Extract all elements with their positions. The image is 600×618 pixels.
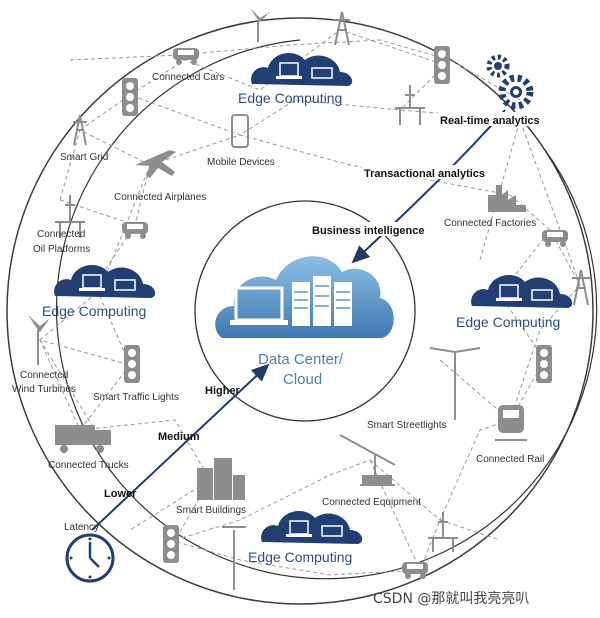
label-connected-oil-2: Oil Platforms bbox=[33, 244, 90, 255]
car-icon bbox=[173, 48, 199, 65]
clock-icon bbox=[65, 533, 115, 583]
latency-lower: Lower bbox=[104, 488, 137, 500]
edge-label-right: Edge Computing bbox=[456, 314, 560, 330]
label-connected-factories: Connected Factories bbox=[444, 218, 536, 229]
label-connected-wt-1: Connected bbox=[20, 370, 68, 381]
label-smart-traffic-lights: Smart Traffic Lights bbox=[93, 392, 179, 403]
traffic-light-icon bbox=[124, 345, 140, 383]
device-icons bbox=[28, 8, 590, 590]
data-center-label-2: Cloud bbox=[283, 371, 322, 388]
data-center-cloud: Data Center/ Cloud bbox=[215, 256, 394, 388]
building-icon bbox=[197, 458, 245, 500]
latency-medium: Medium bbox=[158, 431, 200, 443]
wind-turbine-icon bbox=[28, 315, 50, 365]
edge-label-top: Edge Computing bbox=[238, 90, 342, 106]
streetlight-icon bbox=[222, 526, 246, 590]
label-connected-cars: Connected Cars bbox=[152, 72, 224, 83]
crane-icon bbox=[339, 434, 396, 486]
truck-icon bbox=[55, 425, 111, 453]
label-mobile-devices: Mobile Devices bbox=[207, 157, 275, 168]
pylon-icon bbox=[334, 11, 350, 46]
server-icon bbox=[334, 282, 352, 326]
label-smart-buildings: Smart Buildings bbox=[176, 505, 246, 516]
edge-cloud-bottom: Edge Computing bbox=[248, 511, 363, 565]
watermark: CSDN @那就叫我亮亮叭 bbox=[373, 590, 529, 607]
label-connected-equipment: Connected Equipment bbox=[322, 497, 421, 508]
airplane-icon bbox=[135, 150, 176, 178]
latency-title: Latency bbox=[64, 522, 99, 533]
oil-platform-icon bbox=[428, 512, 458, 552]
pylon-icon bbox=[73, 114, 87, 146]
label-business-intelligence: Business intelligence bbox=[312, 225, 424, 237]
gear-icon bbox=[486, 54, 534, 110]
label-smart-grid: Smart Grid bbox=[60, 152, 108, 163]
traffic-light-icon bbox=[163, 525, 179, 563]
label-connected-rail: Connected Rail bbox=[476, 454, 544, 465]
label-transactional-analytics: Transactional analytics bbox=[364, 168, 485, 180]
wind-turbine-icon bbox=[250, 8, 270, 42]
traffic-light-icon bbox=[536, 345, 552, 383]
label-connected-airplanes: Connected Airplanes bbox=[114, 192, 206, 203]
label-connected-trucks: Connected Trucks bbox=[48, 460, 129, 471]
traffic-light-icon bbox=[434, 46, 450, 84]
edge-cloud-left: Edge Computing bbox=[42, 265, 156, 319]
factory-icon bbox=[488, 185, 526, 212]
label-connected-oil-1: Connected bbox=[37, 229, 85, 240]
latency-higher: Higher bbox=[205, 385, 241, 397]
car-icon bbox=[542, 230, 568, 247]
streetlight-icon bbox=[429, 347, 481, 420]
car-icon bbox=[402, 562, 428, 579]
server-icon bbox=[313, 276, 331, 326]
oil-platform-icon bbox=[395, 85, 425, 125]
server-icon bbox=[292, 282, 310, 326]
data-center-label-1: Data Center/ bbox=[258, 351, 344, 368]
latency-arrow bbox=[91, 363, 270, 531]
car-icon bbox=[122, 222, 148, 239]
edge-ring-arc bbox=[55, 39, 598, 580]
oil-platform-icon bbox=[55, 195, 85, 238]
label-connected-wt-2: Wind Turbines bbox=[12, 384, 76, 395]
edge-label-bottom: Edge Computing bbox=[248, 549, 352, 565]
edge-cloud-top: Edge Computing bbox=[238, 53, 353, 106]
edge-label-left: Edge Computing bbox=[42, 303, 146, 319]
traffic-light-icon bbox=[122, 78, 138, 116]
label-realtime-analytics: Real-time analytics bbox=[440, 115, 540, 127]
mobile-device-icon bbox=[231, 114, 249, 148]
label-smart-streetlights: Smart Streetlights bbox=[367, 420, 446, 431]
train-icon bbox=[495, 405, 527, 441]
edge-cloud-right: Edge Computing bbox=[456, 275, 573, 330]
pylon-icon bbox=[572, 269, 590, 306]
